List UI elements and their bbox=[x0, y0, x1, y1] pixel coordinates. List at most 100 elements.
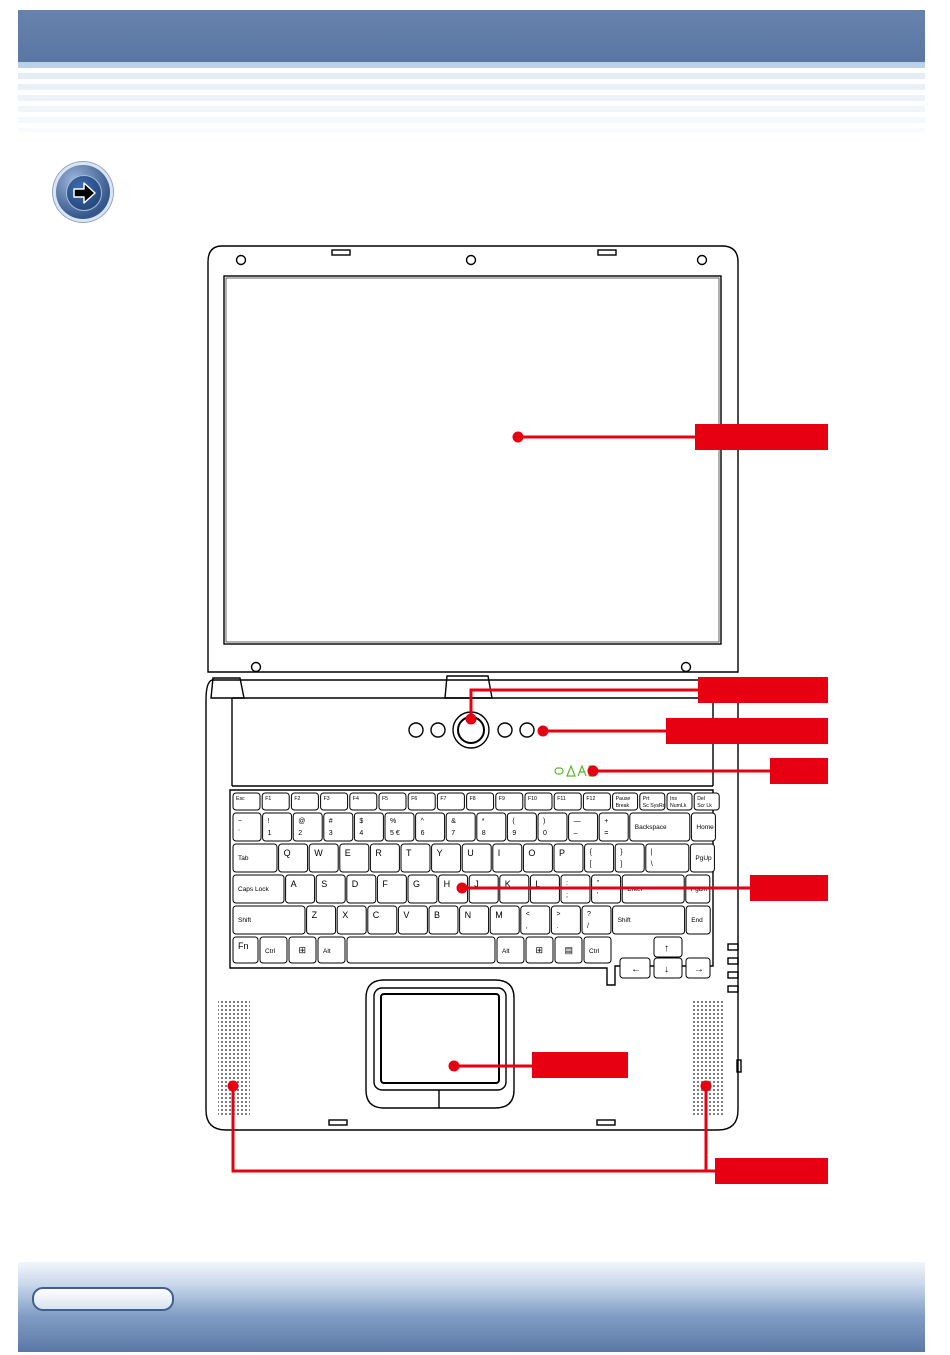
key: ~` bbox=[232, 812, 262, 842]
svg-text:5 €: 5 € bbox=[390, 830, 400, 837]
svg-text:T: T bbox=[406, 848, 412, 858]
svg-text:F1: F1 bbox=[265, 796, 271, 802]
callout-label-box bbox=[532, 1052, 628, 1078]
svg-text:F: F bbox=[382, 879, 388, 889]
svg-text:F10: F10 bbox=[528, 796, 537, 802]
svg-text:V: V bbox=[403, 910, 409, 920]
svg-text:<: < bbox=[526, 911, 530, 918]
svg-text:B: B bbox=[434, 910, 440, 920]
svg-text:⊞: ⊞ bbox=[536, 945, 544, 955]
key: Y bbox=[431, 843, 462, 873]
svg-text:M: M bbox=[495, 910, 503, 920]
key: Tab bbox=[232, 843, 278, 873]
key: —– bbox=[568, 812, 599, 842]
header-stripes bbox=[18, 62, 925, 142]
svg-text:`: ` bbox=[238, 830, 240, 837]
svg-text:#: # bbox=[329, 818, 333, 825]
svg-text:Q: Q bbox=[284, 848, 291, 858]
svg-text:0: 0 bbox=[543, 830, 547, 837]
key: Shift bbox=[612, 905, 686, 935]
battery-indicator-icon bbox=[554, 767, 564, 775]
svg-text:^: ^ bbox=[421, 818, 425, 825]
key: Z bbox=[306, 905, 337, 935]
key: F7 bbox=[436, 792, 465, 811]
svg-text:@: @ bbox=[298, 818, 305, 825]
svg-text:Caps Lock: Caps Lock bbox=[238, 886, 269, 893]
right-arrow-icon bbox=[66, 175, 102, 211]
key: %5 € bbox=[384, 812, 415, 842]
svg-text:*: * bbox=[482, 818, 485, 825]
svg-text:,: , bbox=[526, 923, 528, 930]
svg-text:L: L bbox=[535, 879, 540, 889]
svg-text:F9: F9 bbox=[499, 796, 505, 802]
touchpad bbox=[365, 979, 515, 1109]
footer-page-tab bbox=[32, 1287, 174, 1311]
key: Alt bbox=[317, 936, 346, 964]
svg-text:Home: Home bbox=[696, 824, 714, 831]
svg-text:/: / bbox=[587, 923, 589, 930]
svg-text:Alt: Alt bbox=[323, 948, 331, 955]
svg-text:K: K bbox=[505, 879, 511, 889]
svg-text:Alt: Alt bbox=[502, 948, 510, 955]
section-badge bbox=[56, 165, 110, 219]
num-lock-indicator-icon bbox=[566, 764, 576, 777]
key: Q bbox=[278, 843, 309, 873]
svg-text:↓: ↓ bbox=[664, 964, 669, 975]
svg-text:I: I bbox=[498, 848, 501, 858]
svg-text:Scr Lk: Scr Lk bbox=[697, 803, 712, 809]
svg-text:': ' bbox=[597, 892, 598, 899]
svg-text:F7: F7 bbox=[440, 796, 446, 802]
svg-text:Shift: Shift bbox=[238, 917, 251, 924]
key: F1 bbox=[261, 792, 290, 811]
key: Caps Lock bbox=[232, 874, 285, 904]
callout-power-button bbox=[465, 677, 828, 725]
key: P bbox=[553, 843, 584, 873]
svg-text:2: 2 bbox=[298, 830, 302, 837]
callout-label-box bbox=[770, 758, 828, 784]
key: D bbox=[346, 874, 377, 904]
svg-text:Prt: Prt bbox=[643, 796, 650, 802]
svg-text:C: C bbox=[373, 910, 380, 920]
key: |\ bbox=[645, 843, 690, 873]
callout-label-box bbox=[750, 875, 828, 901]
svg-text:{: { bbox=[590, 849, 593, 856]
svg-text:F12: F12 bbox=[586, 796, 595, 802]
svg-text:H: H bbox=[444, 879, 451, 889]
svg-text:}: } bbox=[620, 849, 623, 856]
key: $4 bbox=[353, 812, 384, 842]
arrow-key: → bbox=[685, 957, 711, 979]
svg-text:U: U bbox=[467, 848, 474, 858]
svg-text:$: $ bbox=[359, 818, 363, 825]
key: End bbox=[685, 905, 711, 935]
svg-text:Z: Z bbox=[312, 910, 318, 920]
svg-text:↑: ↑ bbox=[664, 943, 669, 954]
svg-text:E: E bbox=[345, 848, 351, 858]
svg-text:(: ( bbox=[512, 818, 515, 825]
key: W bbox=[308, 843, 339, 873]
svg-text:⊞: ⊞ bbox=[299, 945, 307, 955]
callout-label-box bbox=[666, 718, 828, 744]
key: ▤ bbox=[554, 936, 583, 964]
key: F9 bbox=[495, 792, 524, 811]
svg-text:Break: Break bbox=[616, 803, 630, 809]
svg-text:?: ? bbox=[587, 911, 591, 918]
svg-text:Del: Del bbox=[697, 796, 705, 802]
callout-keyboard bbox=[456, 875, 828, 901]
key: <, bbox=[520, 905, 551, 935]
key: )0 bbox=[537, 812, 568, 842]
key: F8 bbox=[466, 792, 495, 811]
svg-text:F8: F8 bbox=[470, 796, 476, 802]
svg-text:D: D bbox=[352, 879, 359, 889]
key: O bbox=[522, 843, 553, 873]
key: N bbox=[459, 905, 490, 935]
callout-label-box bbox=[695, 424, 828, 450]
svg-text:.: . bbox=[556, 923, 558, 930]
svg-text:Esc: Esc bbox=[236, 796, 245, 802]
key: ?/ bbox=[581, 905, 612, 935]
key: B bbox=[428, 905, 459, 935]
key: Ctrl bbox=[583, 936, 612, 964]
key: @2 bbox=[292, 812, 323, 842]
svg-text:~: ~ bbox=[238, 818, 242, 825]
svg-text:J: J bbox=[474, 879, 479, 889]
svg-text:F11: F11 bbox=[557, 796, 566, 802]
